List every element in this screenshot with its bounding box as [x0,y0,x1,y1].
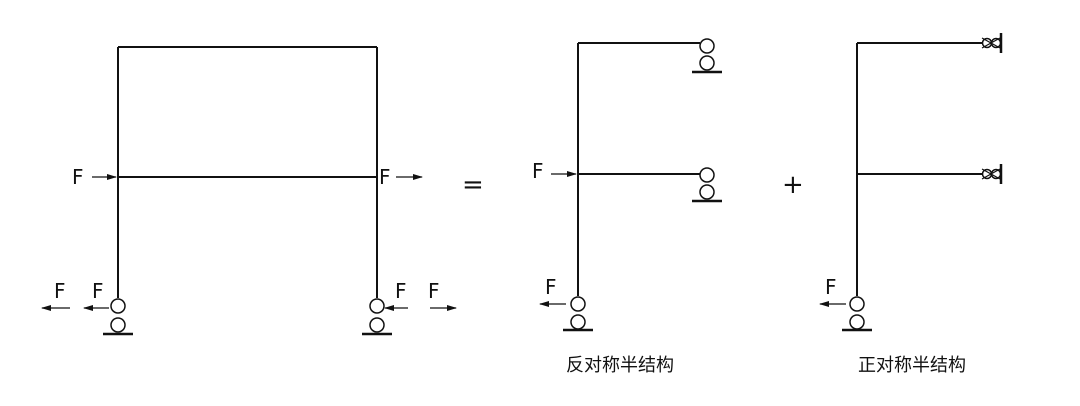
force-label: F [72,165,84,189]
force-label: F [825,275,837,299]
anti-base-force: F [539,275,566,307]
force-label: F [379,165,391,189]
force-label: F [395,279,407,303]
plus-sign: + [782,170,804,200]
sym-top-horizontal-roller [981,33,1003,53]
frame-right-roller-support [362,298,392,336]
frame-base-left-inner-force: F [83,279,109,311]
full-frame: F F F F F F [41,46,457,336]
symmetric-caption: 正对称半结构 [858,355,966,376]
frame-base-left-outer-force: F [41,279,70,311]
sym-base-force: F [819,275,846,307]
force-label: F [428,279,440,303]
frame-beam-right-force: F [379,165,423,189]
force-label: F [532,159,544,183]
frame-base-right-inner-force: F [384,279,408,311]
symmetric-half-structure: F 正对称半结构 [819,33,1003,376]
force-label: F [92,279,104,303]
frame-base-right-outer-force: F [428,279,457,311]
frame-left-roller-support [103,298,133,336]
equals-sign: = [462,170,484,200]
antisymmetric-caption: 反对称半结构 [566,355,674,376]
force-label: F [545,275,557,299]
anti-top-vertical-roller [692,38,722,74]
frame-beam-left-force: F [72,165,117,189]
anti-beam-force: F [532,159,577,183]
force-label: F [54,279,66,303]
sym-middle-horizontal-roller [981,164,1003,184]
anti-base-roller-support [563,296,593,332]
anti-middle-vertical-roller [692,167,722,203]
antisymmetric-half-structure: F F 反对称半结构 [532,38,722,376]
sym-base-roller-support [842,296,872,332]
